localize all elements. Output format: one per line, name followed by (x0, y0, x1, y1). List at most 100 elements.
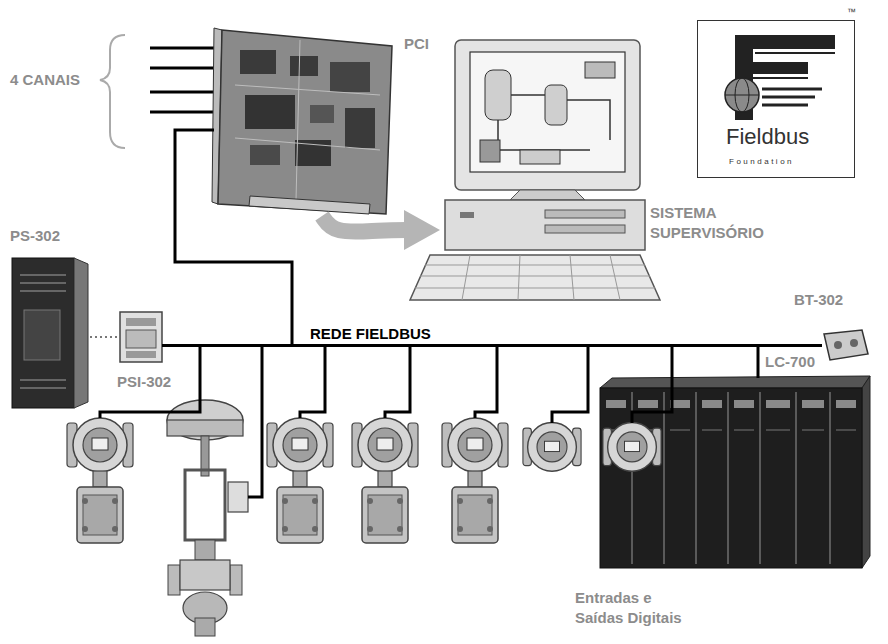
power-supply-drawing (12, 258, 88, 408)
control-valve-part (195, 540, 215, 560)
trademark: ™ (847, 7, 856, 17)
lc700-drawing-part (836, 400, 856, 408)
bus-terminator-drawing-part (834, 341, 842, 349)
channel-bracket-part (100, 35, 125, 148)
drop-cables-part (100, 345, 200, 418)
fieldbus-logo-part (725, 95, 759, 96)
supervisory-computer: SISTEMA SUPERVISÓRIO (440, 40, 665, 302)
computer-drawing-part (410, 255, 660, 300)
node-label: BT-302 (794, 290, 843, 309)
power-cable (90, 336, 120, 338)
channel-bracket-part (150, 47, 218, 50)
node-label: LC-700 (765, 352, 815, 371)
transmitter (267, 418, 333, 543)
fieldbus-logo-part (762, 88, 822, 91)
control-valve-part (230, 565, 242, 595)
fieldbus-logo-part (762, 104, 808, 107)
control-valve (167, 400, 248, 636)
computer-drawing-part (498, 95, 610, 150)
drop-cable (757, 346, 760, 379)
lc700-drawing-part (802, 400, 824, 408)
bus-terminator-drawing-part (850, 339, 858, 347)
computer-drawing-part (455, 40, 640, 190)
computer-drawing-part (585, 62, 615, 78)
lc700-controller: LC-700Entradas e Saídas Digitais (600, 378, 870, 568)
pci-card-drawing (212, 28, 392, 214)
channel-bracket-part (150, 91, 218, 94)
drop-cables-part (300, 345, 325, 418)
pci-card-drawing-part (245, 95, 295, 129)
lc700-drawing (600, 376, 870, 568)
drop-cables-part (632, 345, 672, 423)
fieldbus-logo-part (753, 62, 808, 74)
power-supply-drawing-part (20, 275, 66, 388)
transmitter-head (523, 423, 581, 472)
computer-drawing-part (545, 225, 625, 233)
lc700-drawing-part (600, 388, 862, 568)
lc700-drawing-part (702, 400, 722, 408)
node-label: PS-302 (10, 226, 60, 245)
drop-cables-part (552, 345, 588, 423)
power-supply: PS-302 (10, 258, 90, 410)
lc700-drawing-part (734, 400, 754, 408)
computer-drawing-part (520, 150, 560, 164)
transmitter (67, 418, 133, 543)
power-impedance-drawing (120, 312, 162, 362)
pci-card-drawing-part (235, 85, 380, 95)
edge-layer (90, 130, 822, 378)
node-label: Entradas e Saídas Digitais (575, 588, 693, 628)
node-label: REDE FIELDBUS (310, 324, 431, 343)
fieldbus-logo-part (753, 77, 808, 79)
bus-cable (800, 344, 822, 347)
fieldbus-line: REDE FIELDBUS (165, 322, 800, 347)
lc700-drawing-part (600, 376, 870, 388)
control-valve-part (168, 565, 180, 595)
pci-card-drawing-part (345, 108, 375, 148)
power-impedance-drawing-part (126, 318, 156, 326)
control-valve-part (167, 420, 243, 436)
bus-terminator-drawing-part (824, 330, 868, 360)
channel-bracket-part (150, 67, 218, 70)
fieldbus-logo-part (755, 52, 835, 54)
computer-drawing (410, 40, 660, 300)
logo-box: FieldbusFoundation (697, 20, 855, 178)
transmitter-head (603, 423, 661, 472)
lc700-drawing-part (632, 392, 830, 564)
transmitter (442, 418, 508, 543)
power-impedance-drawing-part (126, 351, 156, 358)
pci-card-drawing-part (218, 30, 392, 214)
power-impedance: PSI-302 (120, 312, 162, 362)
computer-drawing-part (545, 85, 567, 125)
node-label: Foundation (729, 157, 794, 167)
fieldbus-logo-part (725, 78, 759, 112)
data-flow-arrow (322, 216, 412, 232)
computer-drawing-part (445, 200, 645, 250)
pci-card-drawing-part (250, 145, 280, 165)
lc700-drawing-part (606, 400, 626, 408)
field-devices (67, 418, 661, 543)
drop-cables-part (248, 345, 262, 497)
computer-drawing-part (510, 190, 585, 200)
control-valve-part (180, 560, 230, 590)
transmitter (352, 418, 418, 543)
lc700-drawing-part (862, 376, 870, 568)
computer-drawing-part (545, 210, 625, 218)
bus-terminator-drawing (824, 330, 868, 360)
power-supply-drawing-part (12, 258, 74, 408)
control-valve-part (167, 400, 243, 440)
drop-cables (100, 345, 672, 497)
control-valve-part (185, 470, 225, 540)
node-label: PCI (404, 34, 429, 53)
control-valve-part (228, 482, 248, 512)
lc700-drawing-part (638, 400, 658, 408)
pci-card: PCI (214, 28, 394, 216)
fieldbus-logo (697, 20, 855, 178)
pci-card-drawing-part (249, 196, 370, 214)
power-impedance-drawing-part (126, 330, 156, 348)
pci-card-drawing-part (330, 62, 370, 92)
node-label: PSI-302 (117, 372, 171, 391)
computer-drawing-part (415, 255, 655, 300)
